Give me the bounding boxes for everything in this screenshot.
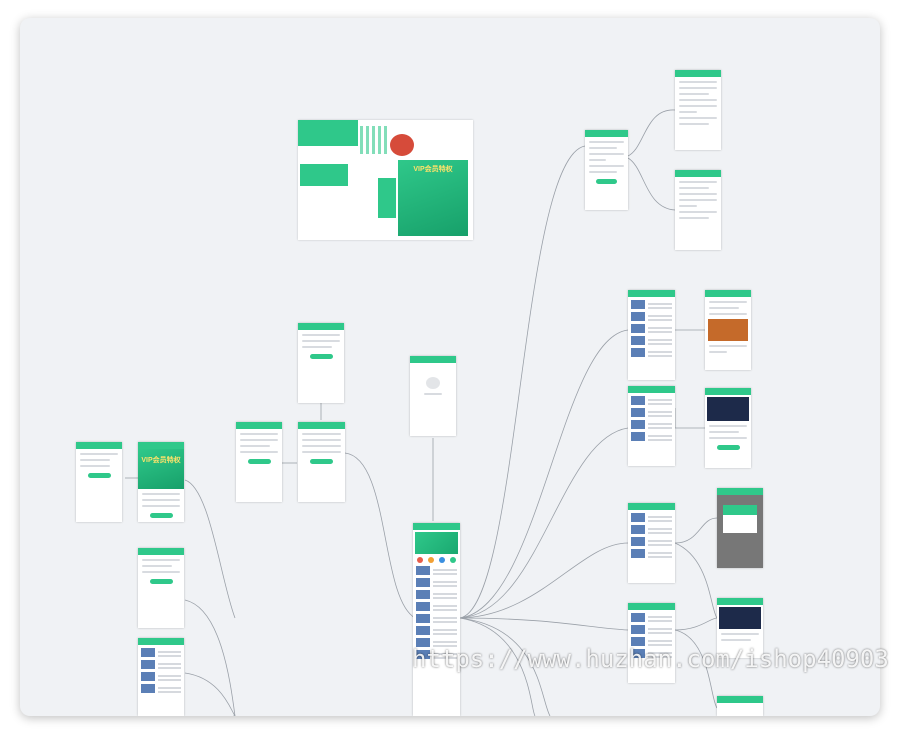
screen-video-list[interactable]	[628, 386, 675, 466]
screen-article-detail[interactable]	[705, 290, 751, 370]
asset-banner-small	[300, 164, 348, 186]
screen-live-detail[interactable]	[717, 598, 763, 658]
design-canvas[interactable]: VIP会员特权	[20, 18, 880, 716]
asset-trophy-icon	[390, 134, 414, 156]
empty-state-icon	[426, 377, 440, 389]
screen-news-detail-2[interactable]	[675, 170, 721, 250]
screen-live-list[interactable]	[628, 503, 675, 583]
screen-news-center[interactable]	[585, 130, 628, 210]
screen-payment-method[interactable]	[76, 442, 122, 522]
screen-my-courses[interactable]	[138, 638, 184, 716]
screen-order-confirm[interactable]	[138, 548, 184, 628]
article-image	[708, 319, 748, 341]
screen-home[interactable]	[413, 523, 460, 716]
screen-video-detail[interactable]	[705, 388, 751, 468]
screen-vip-purchase[interactable]: VIP会员特权	[138, 442, 184, 522]
home-banner[interactable]	[415, 532, 458, 554]
flow-connections	[125, 109, 718, 716]
screen-button[interactable]	[595, 179, 618, 184]
screen-course-list[interactable]	[628, 290, 675, 380]
vip-hero-title: VIP会员特权	[141, 457, 181, 464]
screen-bar	[585, 130, 628, 137]
asset-icon-grid	[360, 126, 388, 154]
asset-vip-title: VIP会员特权	[413, 166, 453, 173]
asset-vip-banner: VIP会员特权	[398, 160, 468, 236]
home-icon-row	[415, 557, 458, 563]
screen-find-password[interactable]	[298, 323, 344, 403]
screen-login[interactable]	[236, 422, 282, 502]
watermark-text: https://www.huzhan.com/ishop40903	[412, 645, 889, 673]
screen-register[interactable]	[298, 422, 345, 502]
vip-hero: VIP会员特权	[138, 449, 184, 489]
screen-news-detail-1[interactable]	[675, 70, 721, 150]
asset-header-block	[298, 120, 358, 146]
video-player[interactable]	[707, 397, 749, 421]
screen-search-results[interactable]	[628, 603, 675, 683]
screen-vip-popup[interactable]	[717, 488, 763, 568]
vip-popup-card	[723, 505, 757, 533]
asset-board[interactable]: VIP会员特权	[298, 120, 473, 240]
screen-partial[interactable]	[717, 696, 763, 716]
asset-bar-block	[378, 178, 396, 218]
screen-empty-state[interactable]	[410, 356, 456, 436]
